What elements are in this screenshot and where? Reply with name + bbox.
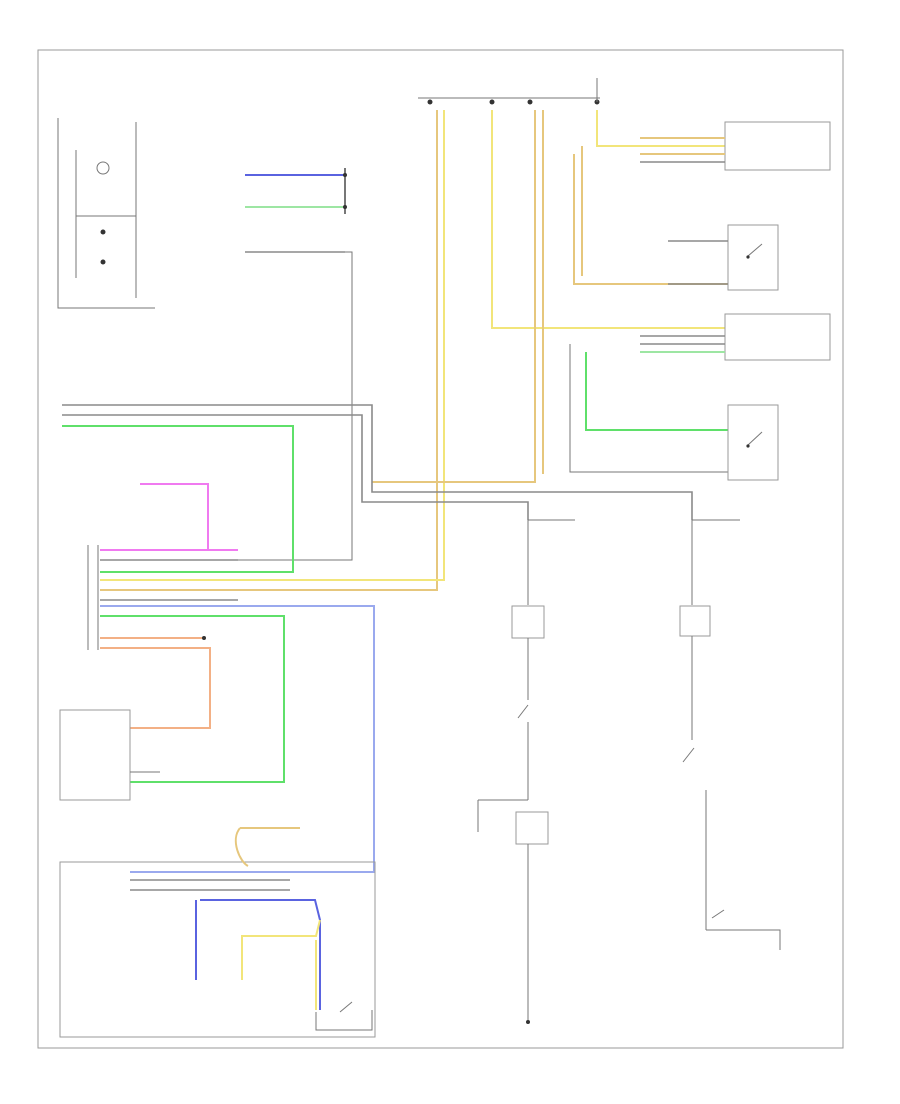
junction-block-top <box>418 78 600 105</box>
diagram-border <box>37 49 844 1049</box>
body-control-module-connector <box>87 545 375 873</box>
instrument-panel-cluster <box>57 118 155 309</box>
cluster-wires <box>238 168 353 561</box>
right-column <box>679 519 781 950</box>
seat-belt-area <box>59 827 376 1038</box>
top-feed-wires <box>238 110 725 591</box>
center-column <box>477 519 575 1024</box>
indicator-lamp-icon <box>96 161 110 175</box>
sensing-module <box>59 709 160 801</box>
passenger-door-module <box>569 313 831 481</box>
driver-door-module <box>573 121 831 291</box>
left-bus-wires <box>62 404 693 573</box>
